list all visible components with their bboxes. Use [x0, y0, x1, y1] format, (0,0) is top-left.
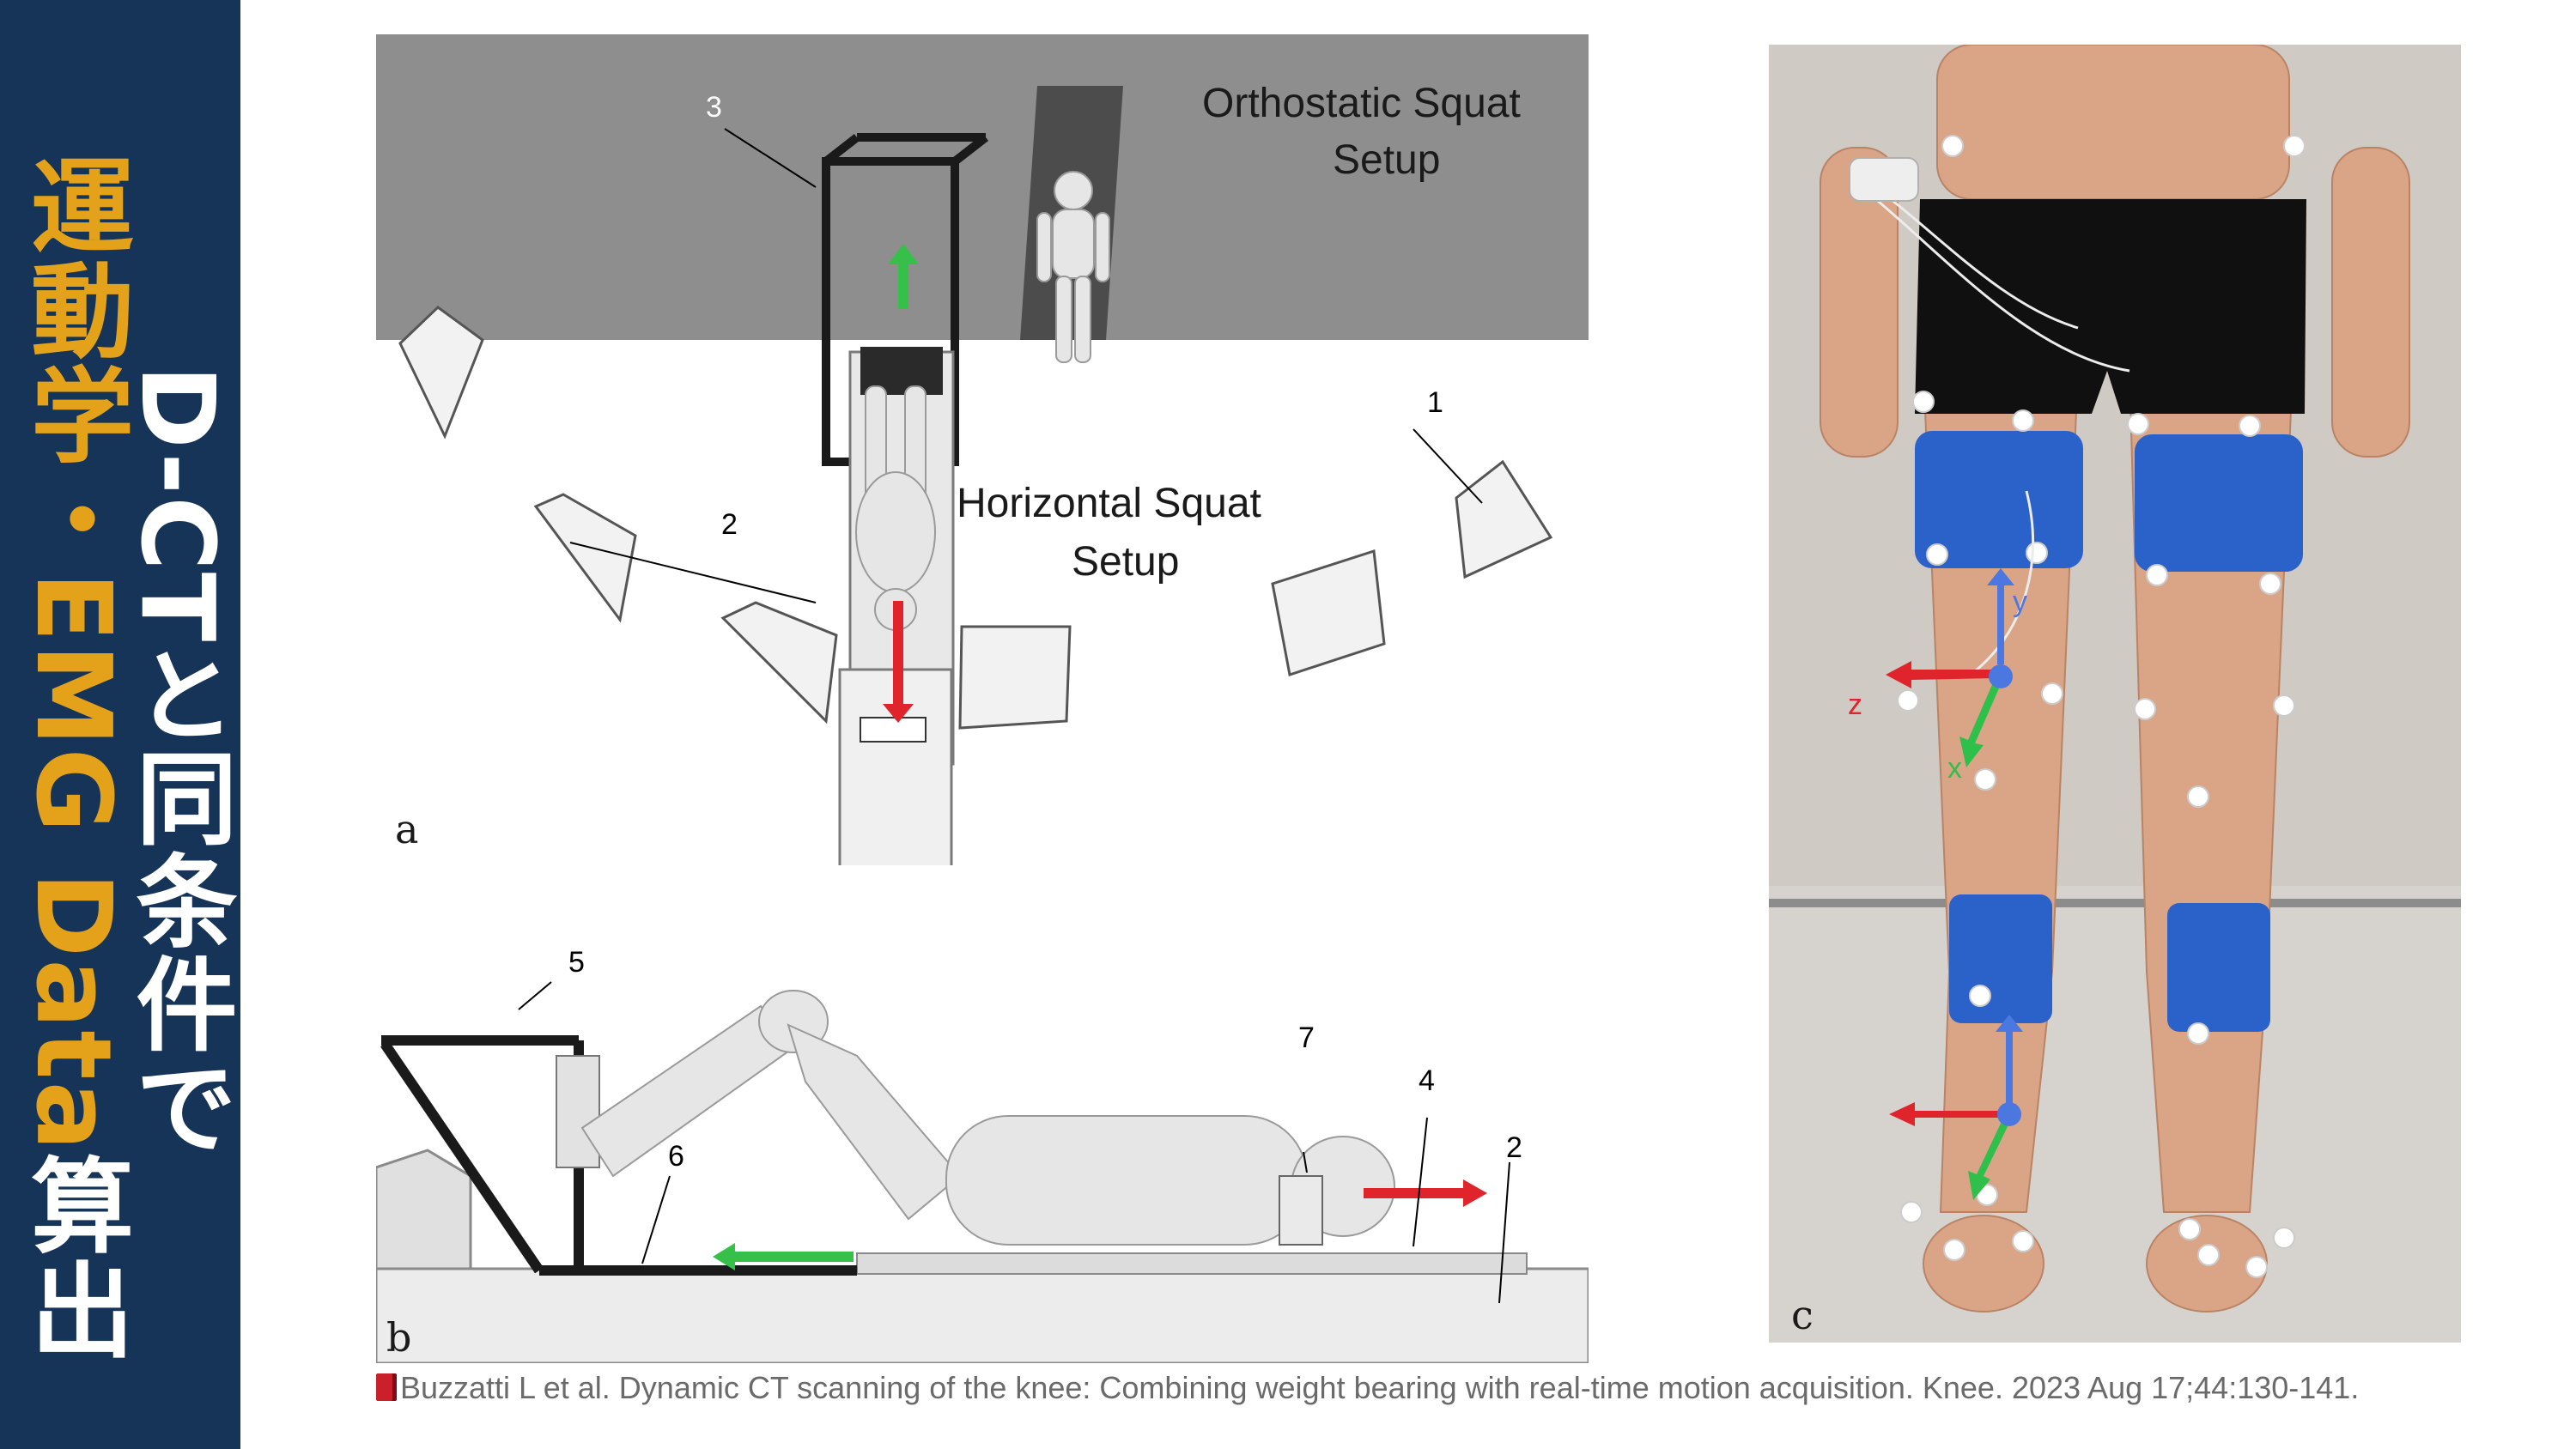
red-arrow-down: [883, 601, 914, 723]
shorts: [1915, 199, 2306, 414]
sidebar-title-condition: と同条件で: [118, 643, 237, 1159]
bed-base: [376, 1267, 1589, 1363]
lying-mannequin-figure: [855, 385, 936, 631]
green-arrow-left: [713, 1243, 854, 1270]
label-2: 2: [721, 508, 738, 541]
horizontal-setup-subtitle: Setup: [1072, 539, 1179, 585]
label-2b: 2: [1506, 1131, 1522, 1164]
label-3: 3: [706, 91, 722, 124]
horizontal-setup-title: Horizontal Squat: [957, 481, 1261, 526]
orthostatic-setup-subtitle: Setup: [1333, 137, 1440, 183]
wall: [376, 34, 1589, 340]
sidebar: 運動学・EMG Data算出 D-CTと同条件で: [0, 0, 240, 1449]
green-arrow-up: [888, 244, 919, 309]
label-1: 1: [1427, 386, 1443, 419]
citation-text: Buzzatti L et al. Dynamic CT scanning of…: [400, 1370, 2360, 1405]
figure-panel-b: 5 6 7 4 2 b: [376, 893, 1589, 1363]
sidebar-title-accent: 運動学・EMG Data: [13, 153, 132, 1153]
label-7: 7: [1298, 1022, 1315, 1054]
knee-axes: y z x: [1848, 568, 2027, 785]
book-icon: [376, 1373, 397, 1401]
sidebar-title-suffix: 算出: [13, 1152, 132, 1362]
camera-markers: [398, 306, 1553, 730]
label-5: 5: [568, 946, 585, 979]
sidebar-title-dct: D-CT: [118, 365, 237, 644]
red-arrow-right: [1364, 1179, 1487, 1207]
ankle-axes: [1889, 1015, 2023, 1200]
lying-mannequin-side: [580, 990, 1395, 1246]
panel-a-letter: a: [395, 806, 418, 852]
axis-x-label: x: [1947, 752, 1962, 785]
orthostatic-setup-title: Orthostatic Squat: [1202, 81, 1521, 126]
axis-z-label: z: [1848, 688, 1862, 721]
label-4: 4: [1419, 1064, 1435, 1097]
label-6: 6: [668, 1140, 684, 1173]
panel-b-letter: b: [386, 1314, 411, 1361]
sidebar-title-col1: 運動学・EMG Data算出: [13, 153, 132, 1362]
axis-y-label: y: [2013, 585, 2027, 618]
figure-panel-a: 3 2 1 Orthostatic Squat Setup Horizontal…: [376, 34, 1589, 865]
standing-mannequin-figure: [1036, 171, 1110, 363]
reflective-markers: [1897, 135, 2306, 1278]
sidebar-title-col2: D-CTと同条件で: [118, 365, 237, 1158]
figure-panel-c: y z x c: [1769, 45, 2461, 1343]
panel-c-letter: c: [1791, 1292, 1814, 1338]
citation: Buzzatti L et al. Dynamic CT scanning of…: [376, 1370, 2523, 1411]
